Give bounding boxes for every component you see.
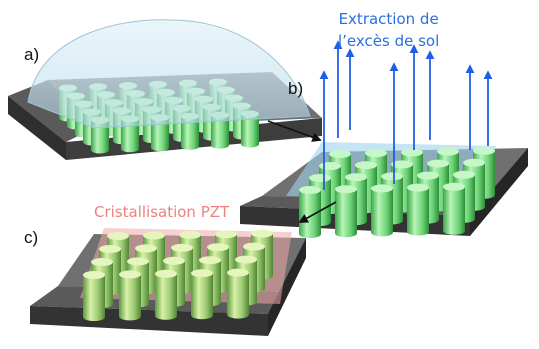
pillar bbox=[443, 182, 465, 235]
panel-a-sol-dome bbox=[27, 19, 311, 129]
pillar bbox=[83, 271, 105, 321]
pillar bbox=[227, 268, 249, 319]
panel-label-c: c) bbox=[24, 228, 39, 247]
panel-b-pillars bbox=[299, 146, 495, 238]
extraction-label: Extraction de l’excès de sol bbox=[338, 8, 439, 52]
process-arrow-a-to-b bbox=[267, 120, 322, 142]
pillar bbox=[155, 269, 177, 320]
pillar bbox=[191, 269, 213, 320]
extraction-label-line2: l’excès de sol bbox=[338, 32, 440, 50]
panel-label-a: a) bbox=[24, 45, 40, 64]
pillar bbox=[335, 185, 357, 238]
extraction-label-line1: Extraction de bbox=[338, 10, 439, 28]
panel-c-pillars bbox=[83, 229, 273, 321]
process-arrow-b-to-c bbox=[298, 201, 337, 223]
pillar bbox=[299, 186, 321, 238]
pillar bbox=[407, 183, 429, 236]
pillar bbox=[371, 184, 393, 237]
crystallisation-label: Cristallisation PZT bbox=[94, 203, 230, 221]
pillar bbox=[119, 270, 141, 321]
extraction-arrows bbox=[319, 40, 493, 190]
panel-label-b: b) bbox=[288, 79, 304, 98]
